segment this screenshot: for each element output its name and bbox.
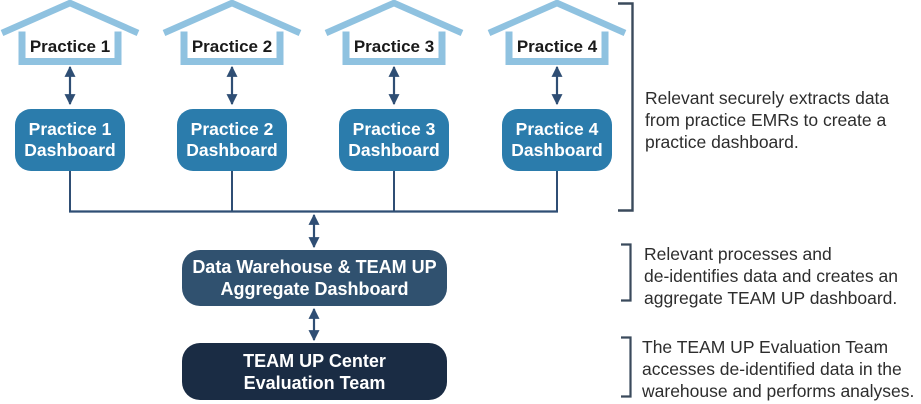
house-roof — [0, 0, 140, 36]
practice-house-label: Practice 4 — [516, 37, 598, 56]
evaluation-team-box: TEAM UP Center Evaluation Team — [182, 343, 447, 400]
annotation-warehouse-process: Relevant processes and de-identifies dat… — [644, 244, 898, 308]
house-icon — [324, 0, 464, 65]
practice-dashboard-box: Practice 2 Dashboard — [177, 109, 287, 171]
section-bracket-practices — [618, 2, 634, 212]
house-roof — [324, 0, 464, 36]
practice-dashboard-box: Practice 3 Dashboard — [339, 109, 449, 171]
practice-house-label: Practice 3 — [353, 37, 435, 56]
house-icon — [162, 0, 302, 65]
house-body — [505, 31, 609, 65]
practice-dashboard-box: Practice 4 Dashboard — [502, 109, 612, 171]
house-icon — [487, 0, 627, 65]
data-warehouse-box: Data Warehouse & TEAM UP Aggregate Dashb… — [182, 250, 447, 306]
section-bracket-warehouse — [621, 243, 632, 302]
practice-dashboard-box: Practice 1 Dashboard — [15, 109, 125, 171]
house-body — [180, 31, 284, 65]
house-roof — [162, 0, 302, 36]
practice-house-label: Practice 1 — [29, 37, 111, 56]
section-bracket-evaluation — [621, 336, 632, 398]
annotation-evaluation-access: The TEAM UP Evaluation Team accesses de-… — [642, 337, 915, 401]
practice-house-label: Practice 2 — [191, 37, 273, 56]
annotation-practice-extract: Relevant securely extracts data from pra… — [645, 88, 890, 152]
house-roof — [487, 0, 627, 36]
house-body — [18, 31, 122, 65]
house-icon — [0, 0, 140, 65]
house-body — [342, 31, 446, 65]
